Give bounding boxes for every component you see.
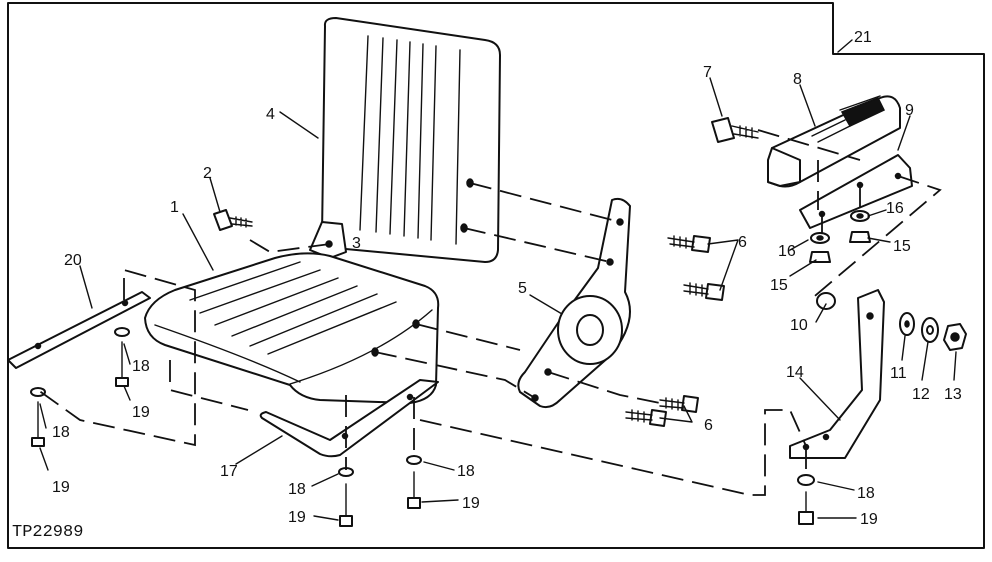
callout-8: 8	[793, 71, 802, 88]
callout-18c: 18	[288, 481, 306, 498]
part-bolt-7	[711, 117, 759, 143]
callout-2: 2	[203, 165, 212, 182]
callout-17: 17	[220, 463, 238, 480]
part-bolt-2	[213, 209, 253, 231]
part-bolts-6	[625, 235, 725, 427]
callout-19a: 19	[132, 404, 150, 421]
part-washers-11-12-13	[899, 312, 967, 351]
callout-14: 14	[786, 364, 804, 381]
callout-15b: 15	[893, 238, 911, 255]
callout-6b: 6	[704, 417, 713, 434]
callout-1: 1	[170, 199, 179, 216]
callout-labels: 1 2 3 4 5 6 6 7 8 9 10 11 12 13 14 15 15…	[52, 29, 962, 528]
part-front-rail	[259, 379, 439, 458]
part-side-plate	[517, 197, 631, 409]
diagram-frame	[7, 2, 985, 549]
callout-18e: 18	[857, 485, 875, 502]
callout-19e: 19	[860, 511, 878, 528]
callout-20: 20	[64, 252, 82, 269]
callout-19d: 19	[462, 495, 480, 512]
callout-6a: 6	[738, 234, 747, 251]
callout-10: 10	[790, 317, 808, 334]
part-hardware-18-19	[30, 327, 815, 527]
part-seat-cushion	[144, 252, 440, 404]
part-side-rail	[7, 291, 151, 369]
callout-leader-lines	[39, 39, 957, 521]
callout-4: 4	[266, 106, 275, 123]
figure-id: TP22989	[12, 523, 83, 542]
callout-5: 5	[518, 280, 527, 297]
part-armrest	[767, 95, 901, 188]
callout-3: 3	[352, 235, 361, 252]
callout-12: 12	[912, 386, 930, 403]
part-l-bracket	[789, 289, 885, 459]
assembly-dashed-lines	[37, 129, 942, 496]
callout-7: 7	[703, 64, 712, 81]
callout-19c: 19	[288, 509, 306, 526]
callout-21: 21	[854, 29, 872, 46]
callout-16a: 16	[778, 243, 796, 260]
part-washers-nuts	[809, 210, 871, 263]
callout-15a: 15	[770, 277, 788, 294]
callout-18d: 18	[457, 463, 475, 480]
part-spacer	[816, 292, 836, 310]
callout-13: 13	[944, 386, 962, 403]
part-seat-back	[309, 17, 501, 263]
callout-18a: 18	[132, 358, 150, 375]
part-armrest-bracket	[799, 154, 913, 229]
callout-11: 11	[890, 365, 907, 382]
callout-19b: 19	[52, 479, 70, 496]
callout-16b: 16	[886, 200, 904, 217]
callout-9: 9	[905, 102, 914, 119]
callout-18b: 18	[52, 424, 70, 441]
